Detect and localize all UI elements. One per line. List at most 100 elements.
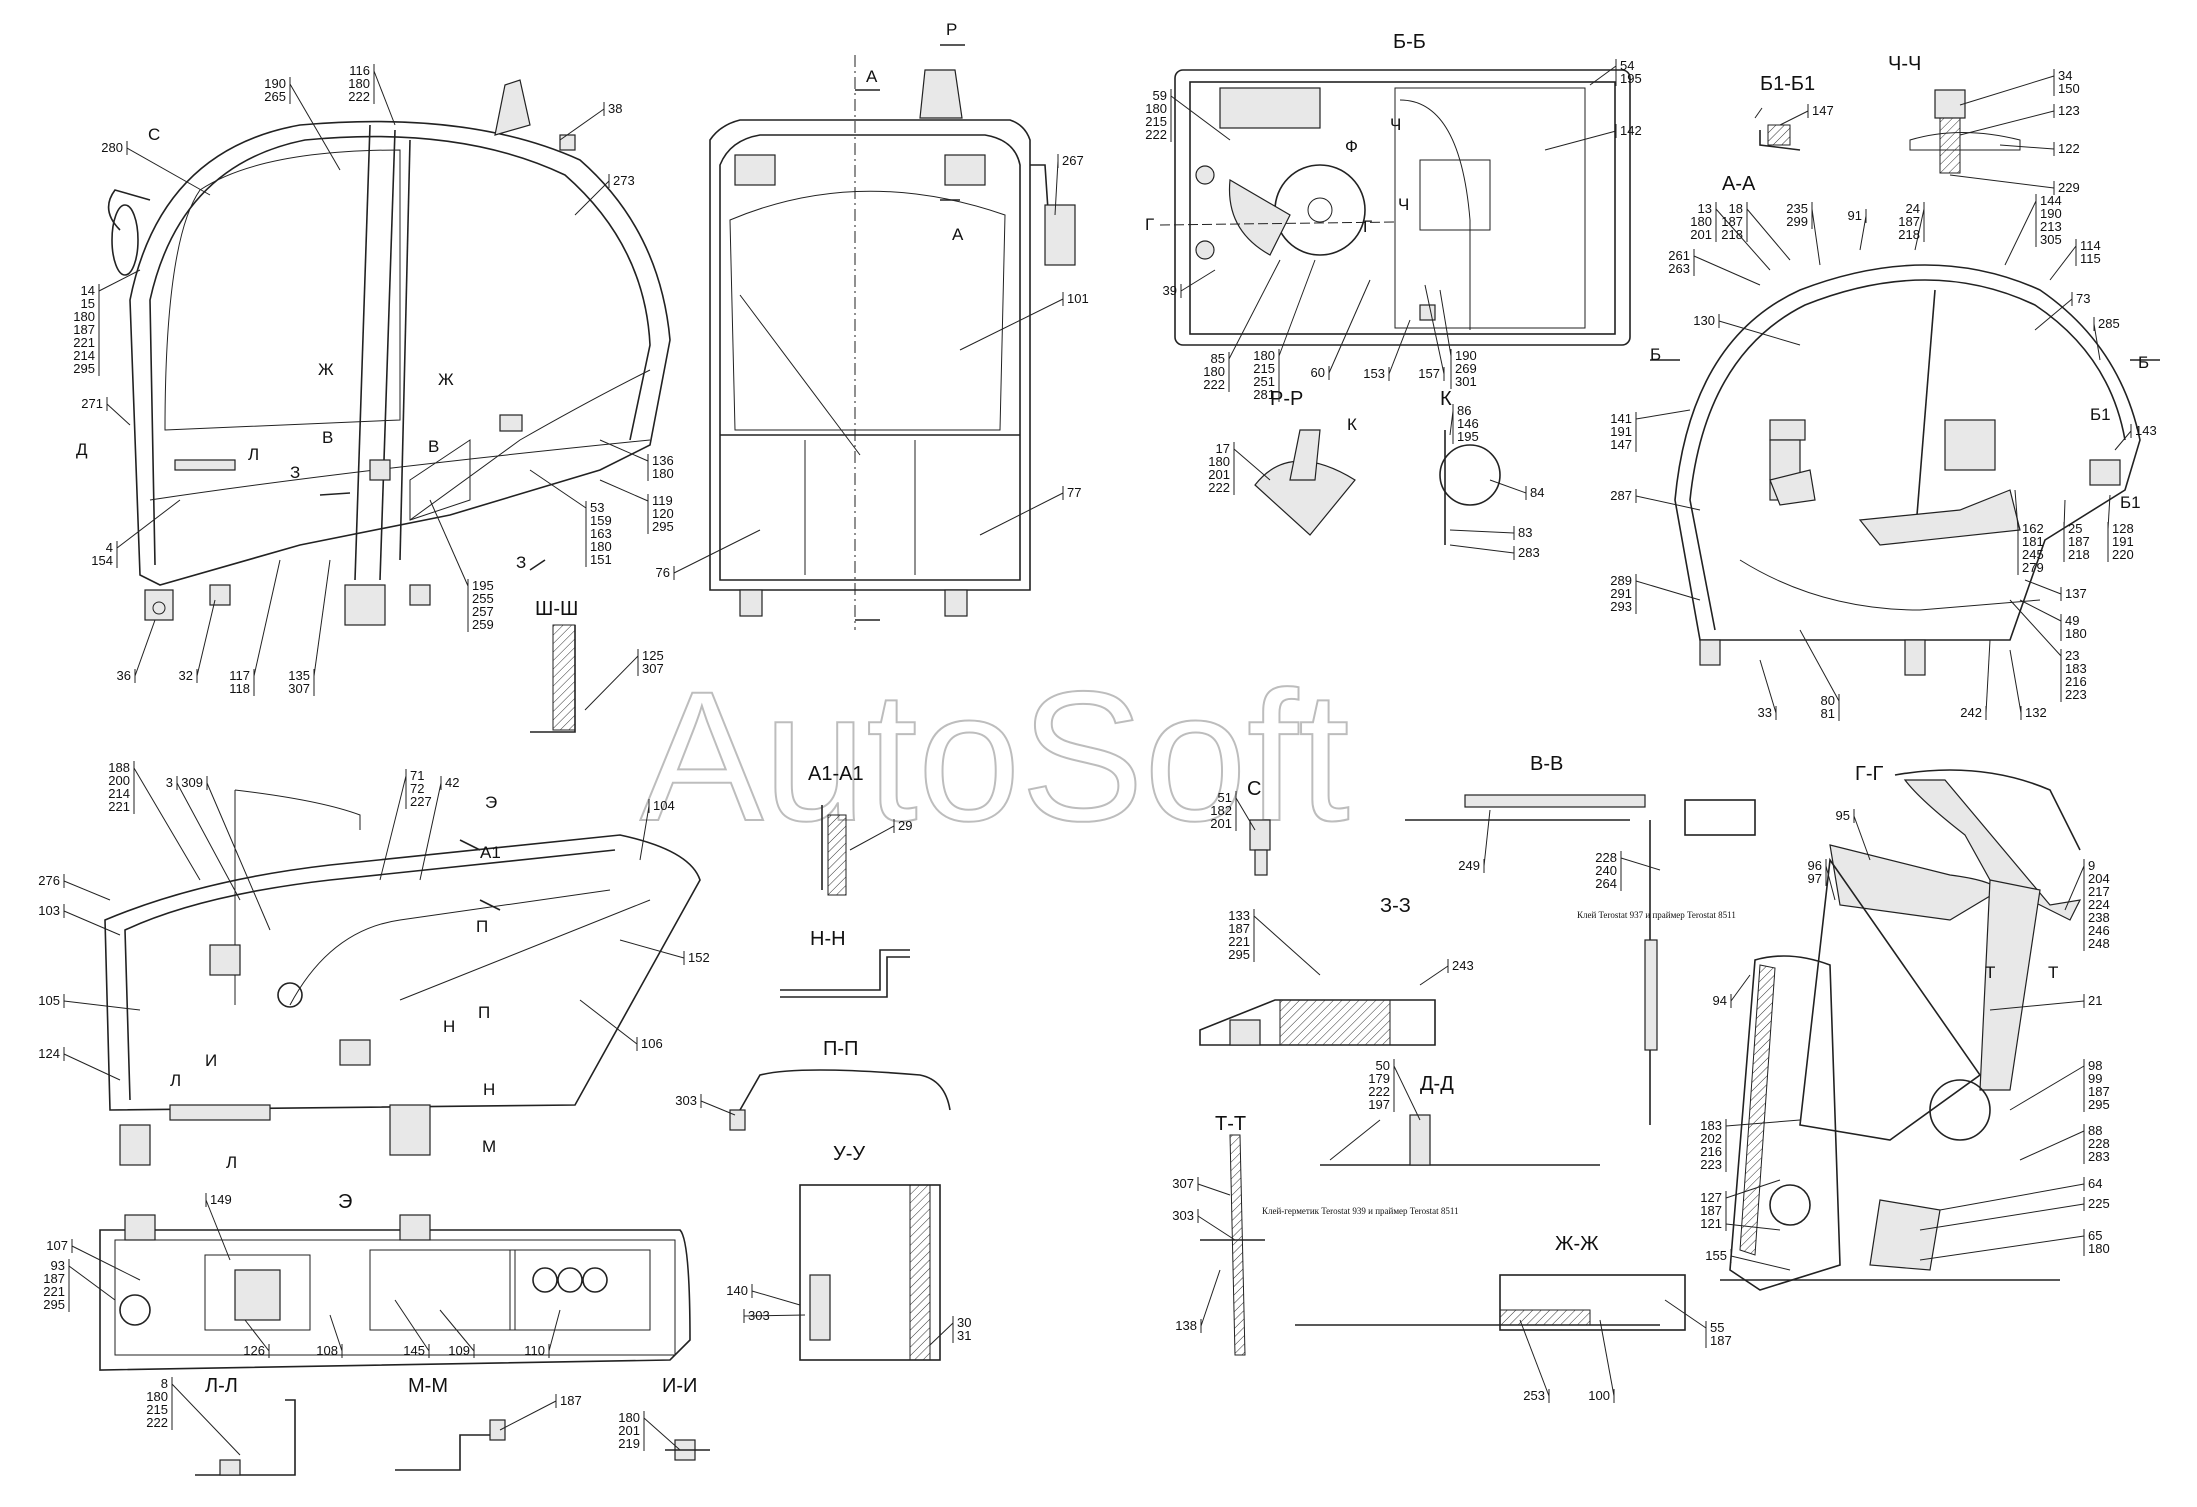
callout-36: 36 (117, 619, 156, 683)
section-shsh-detail (530, 624, 576, 733)
callout-187b: 187 (499, 1393, 582, 1431)
callout-253: 253 (1519, 1319, 1550, 1403)
view-marker: Л (170, 1071, 181, 1090)
cab-front-view (709, 44, 1076, 630)
callout-text: 76 (656, 565, 670, 580)
callout-text: 33 (1758, 705, 1772, 720)
callout-text: 132 (2025, 705, 2047, 720)
floor-panel-view (104, 789, 701, 1166)
section-vv-detail (1405, 794, 1756, 1125)
callout-text: 149 (210, 1192, 232, 1207)
view-marker: Ч (1398, 195, 1409, 214)
section-title-c: С (1247, 778, 1261, 800)
callout-text: 242 (1960, 705, 1982, 720)
callout-text: 3 (166, 775, 173, 790)
callout-text: 280 (101, 140, 123, 155)
callout-140: 140 (726, 1283, 801, 1306)
callout-text: 152 (688, 950, 710, 965)
section-title-e: Э (338, 1191, 352, 1213)
section-title-aa: А-А (1722, 173, 1756, 195)
view-marker: Н (483, 1080, 495, 1099)
section-title-ii: И-И (662, 1375, 697, 1397)
callout-110: 110 (524, 1309, 561, 1358)
callout-text: 109 (448, 1343, 470, 1358)
callout-text: 100 (1588, 1388, 1610, 1403)
view-marker: Д (76, 440, 88, 459)
callout-text: 42 (445, 775, 459, 790)
callout-283: 283 (1449, 544, 1540, 560)
callout-text: 276 (38, 873, 60, 888)
callout-text: 243 (1452, 958, 1474, 973)
callout-text: 155 (1705, 1248, 1727, 1263)
callout-303c: 303 (743, 1308, 806, 1323)
callout-text: 153 (1363, 366, 1385, 381)
callout-307: 307 (1172, 1176, 1231, 1196)
callout-text: 145 (403, 1343, 425, 1358)
callout-3: 3 (166, 775, 241, 901)
note-glue-939: Клей-герметик Terostat 939 и праймер Ter… (1262, 1206, 1459, 1216)
callout-126: 126 (243, 1319, 270, 1358)
callout-text: 140 (726, 1283, 748, 1298)
view-marker: Б1 (2120, 493, 2141, 512)
callout-text: 123 (2058, 103, 2080, 118)
callout-text: 38 (608, 101, 622, 116)
section-mm-detail (395, 1419, 506, 1471)
section-title-zhzh: Ж-Ж (1555, 1233, 1599, 1255)
callout-303b: 303 (1172, 1208, 1236, 1241)
callout-145: 145 (394, 1299, 430, 1358)
callout-95: 95 (1836, 808, 1871, 861)
section-title-rr: Р-Р (1270, 388, 1303, 410)
callout-text: 91 (1848, 208, 1862, 223)
view-marker: З (290, 463, 300, 482)
callout-229: 229 (1949, 174, 2080, 195)
section-title-shsh: Ш-Ш (535, 598, 578, 620)
view-marker: Г (1363, 217, 1372, 236)
view-marker: А (866, 67, 878, 86)
callout-152: 152 (619, 939, 710, 965)
callout-153: 153 (1363, 319, 1411, 381)
callout-text: 283 (1518, 545, 1540, 560)
view-marker: П (476, 917, 488, 936)
section-tt-detail (1200, 1134, 1265, 1356)
section-title-b1b1: Б1-Б1 (1760, 73, 1815, 95)
callout-73: 73 (2034, 291, 2090, 331)
callout-text: 110 (524, 1343, 545, 1358)
